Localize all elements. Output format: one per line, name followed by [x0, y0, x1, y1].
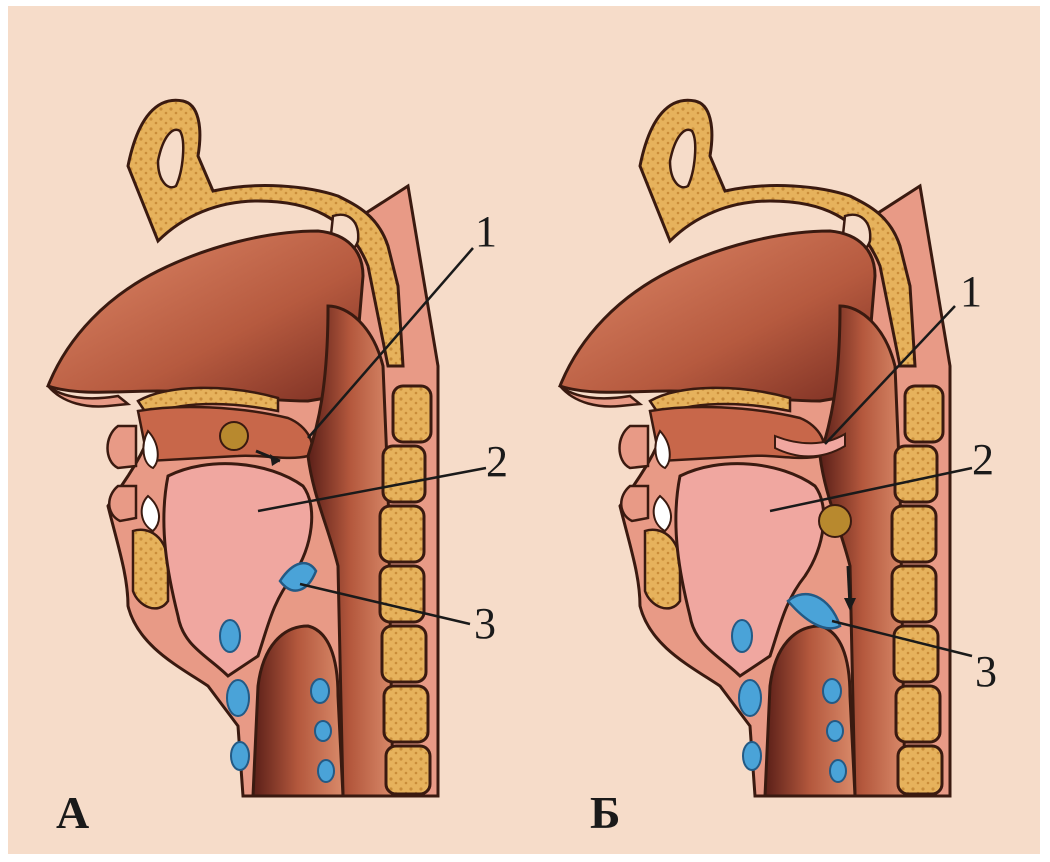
food-bolus-a: [220, 422, 248, 450]
panel-letter-a: А: [56, 787, 89, 838]
label-2-a: 2: [486, 437, 508, 486]
panel-a: 1 2 3 А: [48, 100, 508, 838]
food-bolus-b: [819, 505, 851, 537]
label-3-a: 3: [474, 599, 496, 648]
panel-b: 1 2 3 Б: [560, 100, 997, 838]
swallowing-diagram: 1 2 3 А 1 2 3 Б: [8, 6, 1040, 854]
label-1-b: 1: [960, 267, 982, 316]
label-3-b: 3: [975, 647, 997, 696]
panel-letter-b: Б: [590, 787, 620, 838]
label-2-b: 2: [972, 435, 994, 484]
label-1-a: 1: [475, 207, 497, 256]
diagram-stage: 1 2 3 А 1 2 3 Б: [8, 6, 1040, 854]
